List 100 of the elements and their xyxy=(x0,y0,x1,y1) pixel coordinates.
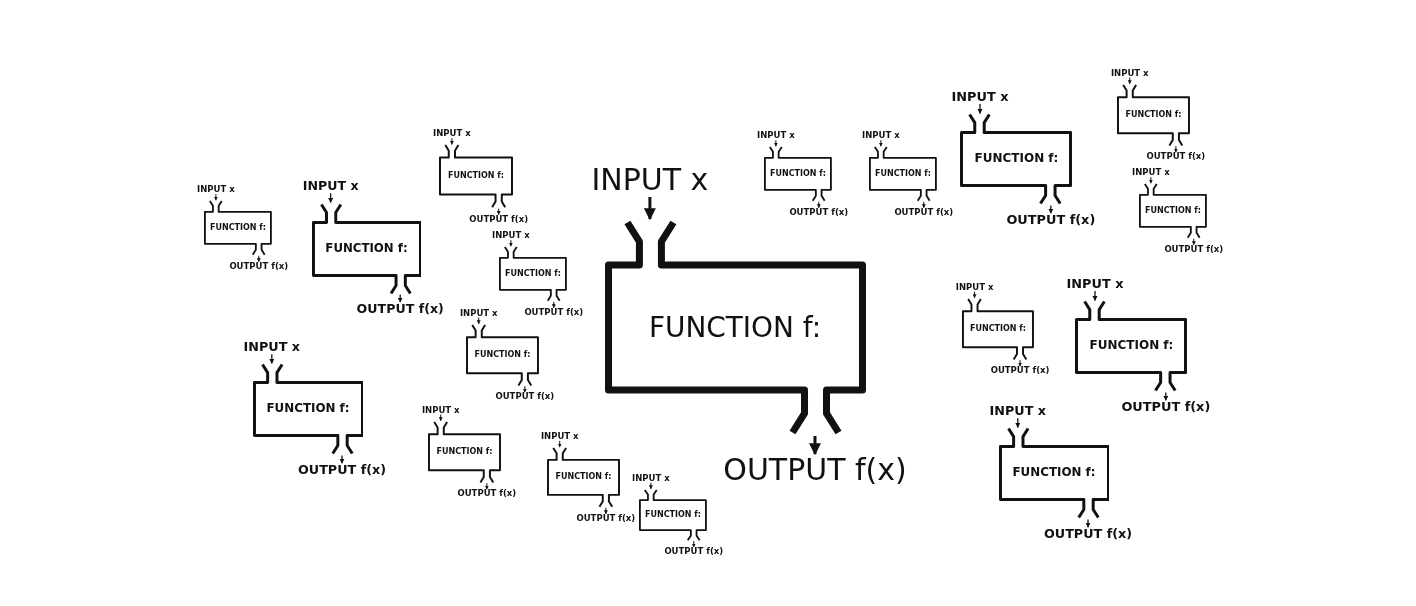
output-label: OUTPUT f(x) xyxy=(1006,213,1096,228)
function-machine-box xyxy=(604,219,866,436)
output-label: OUTPUT f(x) xyxy=(664,547,724,557)
arrow xyxy=(449,137,454,145)
output-label: OUTPUT f(x) xyxy=(298,463,387,478)
input-label: INPUT x xyxy=(421,405,460,415)
arrow xyxy=(256,255,261,263)
function-label: FUNCTION f: xyxy=(645,510,701,520)
function-machine-box xyxy=(204,200,272,256)
input-label: INPUT x xyxy=(632,473,670,483)
function-label: FUNCTION f: xyxy=(875,169,931,179)
output-label: OUTPUT f(x) xyxy=(1121,400,1211,415)
input-label: INPUT x xyxy=(757,130,795,141)
arrow xyxy=(1048,204,1054,214)
function-machine-box xyxy=(960,113,1073,206)
arrow xyxy=(1092,290,1098,302)
output-label: OUTPUT f(x) xyxy=(990,366,1050,376)
arrow xyxy=(484,482,489,490)
function-label: FUNCTION f: xyxy=(325,242,408,255)
arrow xyxy=(816,201,821,209)
input-label: INPUT x xyxy=(989,404,1046,419)
arrow xyxy=(921,201,926,209)
input-label: INPUT x xyxy=(1132,167,1170,178)
function-machine-box xyxy=(547,447,620,508)
function-machine-box xyxy=(639,488,707,542)
arrow xyxy=(1018,359,1023,367)
output-label: OUTPUT f(x) xyxy=(894,207,954,218)
function-label: FUNCTION f: xyxy=(648,312,822,343)
function-label: FUNCTION f: xyxy=(1125,110,1182,120)
arrow xyxy=(691,540,696,548)
function-label: FUNCTION f: xyxy=(474,350,531,360)
function-label: FUNCTION f: xyxy=(448,172,504,181)
arrow xyxy=(809,436,821,456)
arrow xyxy=(1163,391,1169,401)
arrow xyxy=(773,139,778,147)
arrow xyxy=(438,414,443,422)
function-label: FUNCTION f: xyxy=(770,169,826,179)
output-label: OUTPUT f(x) xyxy=(469,214,529,224)
input-label: INPUT x xyxy=(540,431,579,441)
function-machine-box xyxy=(869,146,937,202)
input-label: INPUT x xyxy=(1110,68,1149,78)
input-label: INPUT x xyxy=(955,282,994,292)
arrow xyxy=(1148,176,1153,184)
function-machine-box xyxy=(962,297,1034,361)
arrow xyxy=(339,454,345,464)
output-label: OUTPUT f(x) xyxy=(1044,527,1133,542)
arrow xyxy=(476,317,481,325)
arrow xyxy=(1173,145,1178,153)
input-label: INPUT x xyxy=(862,130,900,141)
function-label: FUNCTION f: xyxy=(1145,206,1201,216)
function-machine-box xyxy=(252,363,364,456)
input-label: INPUT x xyxy=(433,128,471,139)
input-label: INPUT x xyxy=(591,164,709,197)
output-label: OUTPUT f(x) xyxy=(457,489,517,499)
function-label: FUNCTION f: xyxy=(555,473,612,482)
arrow xyxy=(1191,238,1196,246)
input-label: INPUT x xyxy=(1066,276,1124,292)
arrow xyxy=(508,239,513,247)
function-machine-box xyxy=(1075,300,1188,393)
function-machine-box xyxy=(439,144,513,209)
output-label: OUTPUT f(x) xyxy=(723,454,907,487)
input-label: INPUT x xyxy=(243,340,300,355)
arrow xyxy=(557,440,562,448)
function-label: FUNCTION f: xyxy=(210,223,266,233)
input-label: INPUT x xyxy=(197,184,235,195)
function-machine-box xyxy=(764,146,832,202)
output-label: OUTPUT f(x) xyxy=(524,307,584,318)
function-machine-box xyxy=(499,246,567,302)
input-label: INPUT x xyxy=(492,230,530,241)
output-label: OUTPUT f(x) xyxy=(789,207,849,218)
function-machine-box xyxy=(998,427,1110,520)
function-label: FUNCTION f: xyxy=(1012,466,1096,480)
function-machine-box xyxy=(311,202,422,295)
input-label: INPUT x xyxy=(951,89,1009,105)
function-label: FUNCTION f: xyxy=(970,324,1026,334)
function-label: FUNCTION f: xyxy=(974,152,1059,167)
function-machine-box xyxy=(466,323,539,387)
input-label: INPUT x xyxy=(459,308,498,318)
arrow xyxy=(643,197,656,221)
output-label: OUTPUT f(x) xyxy=(1164,244,1224,255)
arrow xyxy=(522,385,527,393)
output-label: OUTPUT f(x) xyxy=(1146,152,1206,162)
arrow xyxy=(1015,417,1021,429)
arrow xyxy=(328,192,334,204)
function-label: FUNCTION f: xyxy=(436,447,493,457)
input-label: INPUT x xyxy=(302,179,359,194)
output-label: OUTPUT f(x) xyxy=(229,261,289,272)
arrow xyxy=(878,139,883,147)
output-label: OUTPUT f(x) xyxy=(576,513,636,524)
arrow xyxy=(213,193,218,201)
arrow xyxy=(972,291,977,299)
function-label: FUNCTION f: xyxy=(505,269,561,279)
arrow xyxy=(603,507,608,515)
arrow xyxy=(269,353,275,365)
output-label: OUTPUT f(x) xyxy=(495,392,555,402)
arrow xyxy=(397,293,403,303)
function-machine-box xyxy=(428,420,501,484)
arrow xyxy=(496,208,501,216)
function-machine-box xyxy=(1139,183,1207,239)
arrow xyxy=(551,301,556,309)
